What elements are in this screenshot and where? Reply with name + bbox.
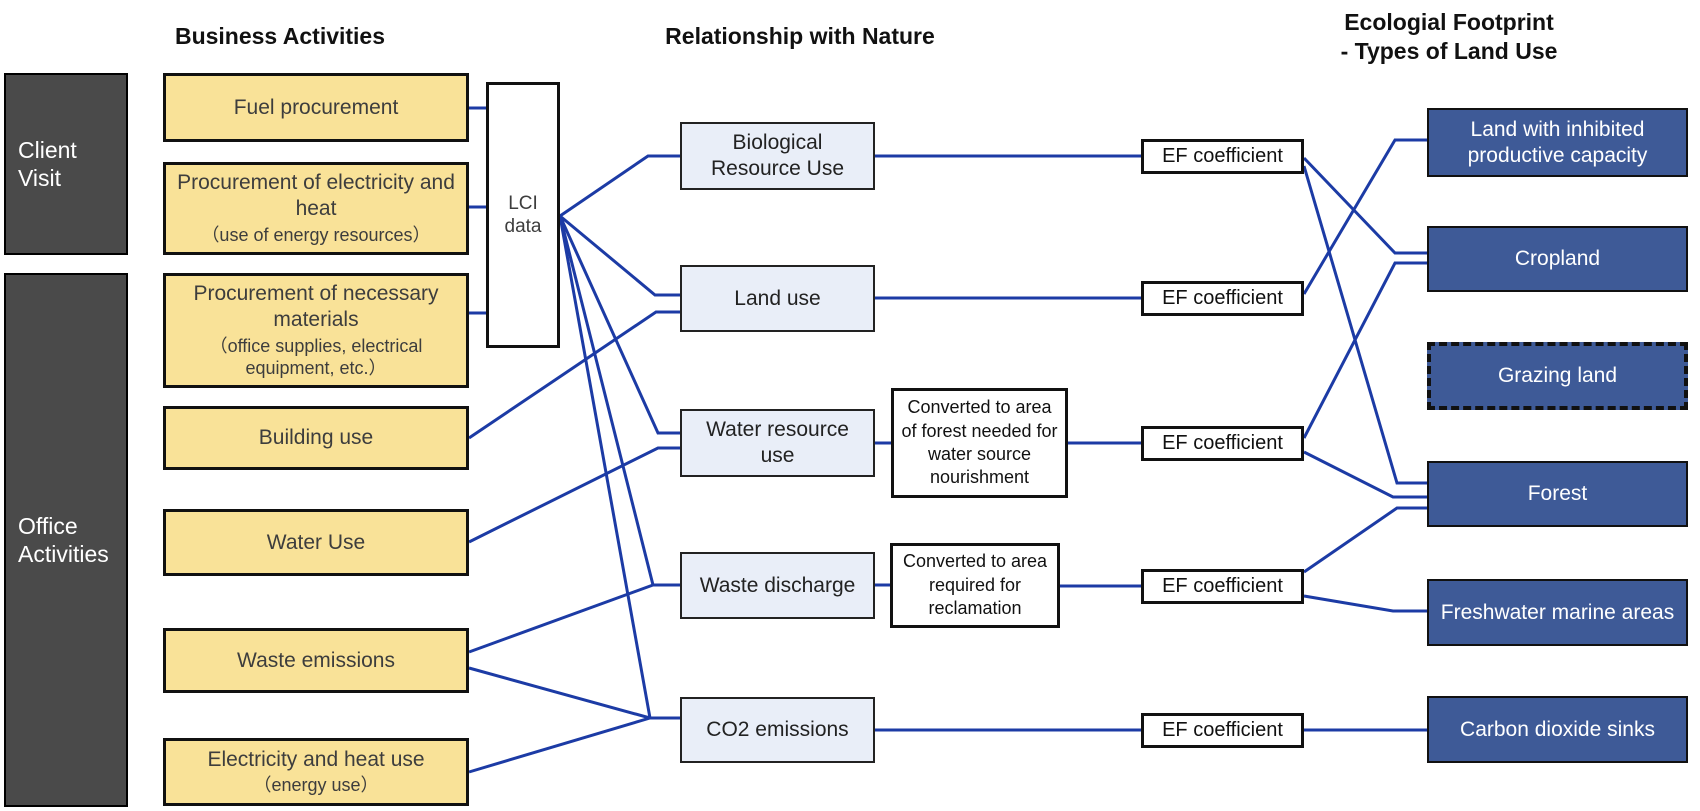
ef-coefficient-land-use: EF coefficient <box>1141 281 1304 316</box>
ef-coefficient-water: EF coefficient <box>1141 426 1304 461</box>
land-type-forest: Forest <box>1427 461 1688 527</box>
nature-land-use: Land use <box>680 265 875 332</box>
activity-fuel-procurement: Fuel procurement <box>163 73 469 142</box>
land-type-inhibited-productive-capacity: Land with inhibited productive capacity <box>1427 108 1688 177</box>
activity-sublabel: （office supplies, electrical equipment, … <box>209 335 423 378</box>
land-type-carbon-dioxide-sinks: Carbon dioxide sinks <box>1427 696 1688 763</box>
activity-label: Fuel procurement <box>233 95 399 119</box>
header-relationship-with-nature: Relationship with Nature <box>665 23 935 49</box>
nature-water-resource-use: Water resource use <box>680 409 875 477</box>
land-type-freshwater-marine-areas: Freshwater marine areas <box>1427 579 1688 646</box>
converter-forest-water-source: Converted to area of forest needed for w… <box>891 388 1068 498</box>
group-client-visit: Client Visit <box>4 73 128 255</box>
activity-label: Procurement of necessary materials <box>193 282 439 332</box>
header-ecological-footprint-line2: - Types of Land Use <box>1340 37 1558 64</box>
nature-waste-discharge: Waste discharge <box>680 552 875 619</box>
activity-sublabel: （energy use） <box>253 775 379 796</box>
activity-materials-procurement: Procurement of necessary materials （offi… <box>163 273 469 388</box>
header-business-activities: Business Activities <box>174 23 386 49</box>
activity-building-use: Building use <box>163 406 469 470</box>
activity-electricity-heat-use: Electricity and heat use （energy use） <box>163 738 469 806</box>
ef-coefficient-co2: EF coefficient <box>1141 713 1304 748</box>
activity-label: Waste emissions <box>237 648 395 672</box>
group-office-activities: Office Activities <box>4 273 128 807</box>
nature-biological-resource-use: Biological Resource Use <box>680 122 875 190</box>
activity-label: Procurement of electricity and heat <box>177 171 455 221</box>
header-ecological-footprint-line1: Ecologial Footprint <box>1344 9 1554 35</box>
activity-electricity-heat-procurement: Procurement of electricity and heat （use… <box>163 162 469 255</box>
lci-data-box: LCI data <box>486 82 560 348</box>
activity-label: Electricity and heat use <box>207 747 425 771</box>
activity-sublabel: （use of energy resources） <box>201 224 431 245</box>
activity-label: Water Use <box>266 530 366 554</box>
header-ecological-footprint: Ecologial Footprint - Types of Land Use <box>1299 8 1599 66</box>
activity-waste-emissions: Waste emissions <box>163 628 469 693</box>
ef-coefficient-biological: EF coefficient <box>1141 139 1304 174</box>
ef-coefficient-waste: EF coefficient <box>1141 569 1304 604</box>
land-type-grazing-land: Grazing land <box>1427 342 1688 410</box>
activity-label: Building use <box>258 426 374 450</box>
activity-water-use: Water Use <box>163 509 469 576</box>
land-type-cropland: Cropland <box>1427 226 1688 292</box>
converter-reclamation-area: Converted to area required for reclamati… <box>890 543 1060 628</box>
nature-co2-emissions: CO2 emissions <box>680 697 875 763</box>
